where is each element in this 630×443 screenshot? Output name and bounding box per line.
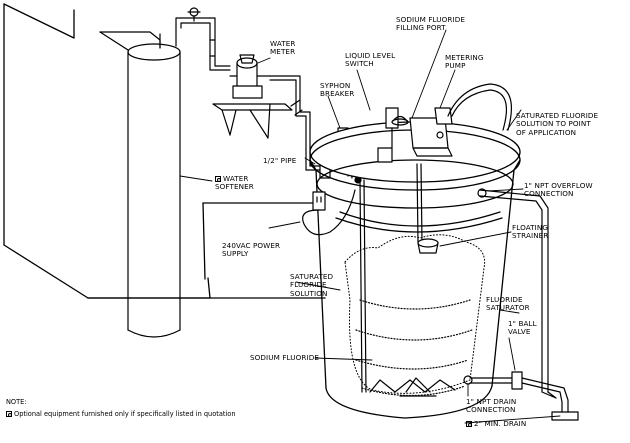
note-line: Optional equipment furnished only if spe… [6,410,236,418]
water-softener-tank [99,27,181,338]
optional-marker-icon [466,421,472,427]
power-outlet [312,191,326,211]
internal-pipes [359,163,437,397]
water-meter [229,54,271,99]
overflow-piping [477,188,549,393]
label-fluoride-saturator: FLUORIDE SATURATOR [486,295,530,313]
sodium-fluoride-bed [344,234,486,397]
wall-bracket [212,103,293,139]
label-min-drain: 2" MIN. DRAIN [466,419,527,428]
label-water-meter: WATER METER [270,39,296,57]
label-floating-strainer: FLOATING STRAINER [512,223,549,241]
label-ball-valve: 1" BALL VALVE [508,319,537,337]
power-cord [302,189,356,236]
drain-piping [463,371,579,421]
fluoride-saturator-tank [309,121,521,419]
label-saturated-fluoride-solution: SATURATED FLUORIDE SOLUTION [290,272,334,298]
label-metering-pump: METERING PUMP [445,53,484,71]
metering-pump [409,107,453,157]
optional-marker-icon [6,411,12,417]
label-overflow-connection: 1" NPT OVERFLOW CONNECTION [524,181,593,199]
note-title: NOTE: [6,398,27,406]
label-syphon-breaker: SYPHON BREAKER [320,81,355,99]
label-min-drain-text: 2" MIN. DRAIN [474,419,527,428]
label-liquid-level-switch: LIQUID LEVEL SWITCH [345,51,396,69]
label-power-supply: 240VAC POWER SUPPLY [222,241,281,259]
inlet-piping [175,7,231,71]
label-sodium-fluoride-filling-port: SODIUM FLUORIDE FILLING PORT [396,15,466,33]
floating-strainer [417,238,439,254]
leader-lines [179,29,561,424]
label-saturated-fluoride-solution-to-point-of-application: SATURATED FLUORIDE SOLUTION TO POINT OF … [516,111,599,137]
label-sodium-fluoride: SODIUM FLUORIDE [250,353,320,362]
label-drain-connection: 1" NPT DRAIN CONNECTION [466,397,517,415]
liquid-level-switch [377,107,399,163]
filling-port [391,115,409,126]
label-water-softener-text: WATER SOFTENER [215,174,254,192]
optional-marker-icon [215,176,221,182]
wall-floor-outline [3,3,326,299]
discharge-tubing [447,83,512,131]
label-half-inch-pipe: 1/2" PIPE [263,156,297,165]
label-water-softener: WATER SOFTENER [215,174,254,192]
note-text: Optional equipment furnished only if spe… [14,410,236,418]
